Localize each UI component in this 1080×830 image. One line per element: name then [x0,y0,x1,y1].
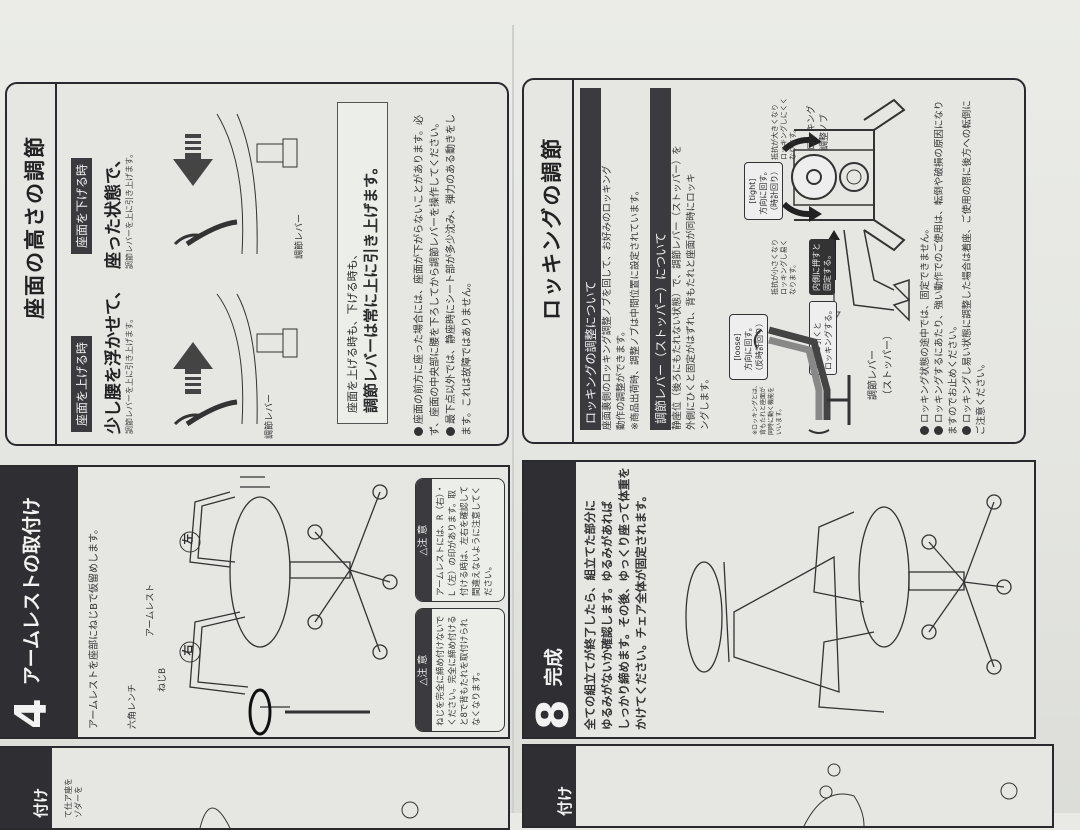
swivel-arrow-icon [808,429,830,434]
rocking-title: ロッキングの調節 [540,136,564,320]
warning-head: △注 意 [416,479,432,601]
seat-height-panel: 座面の高さの調節 座面を上げる時 座面を下げる時 少し腰を浮かせて、 調節レバー… [5,82,509,446]
seat-height-notes: 座面の前方に座った場合には、座面が下がらないことがあります。必ず、座面の中央部に… [412,106,476,436]
partial-panel-right: 付け [522,744,1054,828]
rocking-adjust-tag: ロッキングの調整について [580,88,601,430]
raise-lever-label: 調節レバー [265,393,275,439]
loose-description: 抵抗が小さくなりロッキングし易くなります。 [771,239,797,295]
bullet-icon [446,427,455,436]
rocking-title-strip: ロッキングの調節 [524,80,574,442]
armrest-assembly-diagram [179,476,398,736]
step4-number: 4 [6,698,57,729]
partial-panel-left: 付け て仕ア座をゾダーを [0,746,510,830]
stopper-text: 静座位（後ろにもたれない状態）で、調節レバー（ストッパー）を 外側にひくと固定が… [672,145,711,430]
lever-emphasis-box: 座面を上げる時も、下げる時も、 調節レバーは常に上に引き上げます。 [337,102,388,424]
partial-left-title: 付け [32,787,50,818]
rocking-panel: ロッキングの調節 ロッキングの調整について 座面裏側のロッキング調整ノブを回して… [522,78,1026,444]
push-in-label: 内側に押すと固定する。 [809,239,835,295]
partial-right-title: 付け [556,785,574,816]
warning-head: △注 意 [416,609,432,731]
step4-instruction: アームレストを座部にねじBで仮留めします。 [89,524,100,729]
arrow-up-icon [173,342,213,394]
rocking-note-2: ロッキングするにあたり、強い動作でのご使用は、転倒や破損の原因になりますのでお止… [934,100,959,435]
step4-panel: 4 アームレストの取付け アームレストを座部にねじBで仮留めします。 [0,465,510,739]
raise-tag: 座面を上げる時 [71,335,92,432]
lower-tag: 座面を下げる時 [71,157,92,254]
step4-band [0,467,78,737]
rocking-note-3: ロッキングし易い状態に調整した場合は着座、ご使用の際に後方への転倒にご注意くださ… [962,100,987,435]
left-marker: 左 [181,533,195,545]
bullet-icon [934,426,943,435]
hex-wrench-label: 六角レンチ [128,683,138,729]
emphasis-line-2: 調節レバーは常に上に引き上げます。 [362,159,380,413]
knob-icon [791,154,837,200]
emphasis-line-1: 座面を上げる時も、下げる時も、 [346,248,359,413]
armrest-label: アームレスト [146,583,156,637]
raise-sub: 調節レバーを上に引き上げます。 [125,314,134,434]
warning-body: アームレストには、R（右）・L（左）の印があります。取付ける時は、左右を確認して… [436,484,494,596]
lower-diagram [173,113,298,255]
bullet-icon [962,426,971,435]
screw-b-label: ねじB [158,667,168,692]
seat-height-title: 座面の高さの調節 [23,135,47,319]
partial-left-diagram [199,801,419,828]
completed-chair-diagram [685,494,1012,713]
right-marker: 右 [181,644,195,656]
tight-box: [tight]方向に回す。（時計回り） [744,162,783,220]
raise-diagram [173,293,298,427]
raise-heading: 少し腰を浮かせて、 [104,281,124,434]
step8-text: 全ての組立てが終了したら、組立てた部分にゆるみがないか確認します。ゆるみがあれば… [583,467,648,730]
seat-height-title-strip: 座面の高さの調節 [7,84,57,444]
rocking-chair-side-diagram [753,326,851,434]
stopper-lever-label: 調節レバー（ストッパー） [868,330,894,400]
tight-description: 抵抗が大きくなりロッキングしにくくなります。 [771,97,797,160]
rock-arrow-icon [753,329,762,349]
partial-right-diagram [803,763,1018,826]
seat-note-1: 座面の前方に座った場合には、座面が下がらないことがあります。必ず、座面の中央部に… [414,115,441,436]
bullet-icon [414,427,423,436]
knob-label: ロッキング調整ノブ [807,105,830,150]
rocking-notes: ロッキング状態の途中では、固定できません。 ロッキングするにあたり、強い動作での… [919,95,989,435]
lower-lever-label: 調節レバー [295,213,305,259]
step8-band [524,462,576,737]
partial-left-text: て仕ア座をゾダーを [64,778,83,818]
page-fold [512,25,514,813]
warning-box-screw: △注 意 ねじを完全に締め付けないでください。完全に締め付けると8で背もたれを取… [415,608,505,732]
lower-sub: 調節レバーを上に引き上げます。 [125,149,134,269]
warning-body: ねじを完全に締め付けないでください。完全に締め付けると8で背もたれを取付けられな… [436,615,482,726]
step8-number: 8 [528,699,579,730]
bullet-icon [920,426,929,435]
lower-heading: 座った状態で、 [104,150,124,269]
seat-note-2: 最下点以外では、静座時にシート部が多少沈み、弾力のある動きをします。これは故障で… [446,114,473,436]
stopper-tag: 調節レバー（ストッパー）について [650,88,671,430]
chair-rocking-note: ※ロッキングとは、背もたれと座面が同時に動く機能をいいます。 [752,382,783,435]
step4-title: アームレストの取付け [21,496,43,686]
rotate-arrow-icon [248,688,272,736]
warning-box-lr: △注 意 アームレストには、R（右）・L（左）の印があります。取付ける時は、左右… [415,478,505,602]
step8-panel: 8 完成 全ての組立てが終了したら、組立てた部分にゆるみがないか確認します。ゆる… [522,460,1036,739]
arrow-down-icon [173,134,213,186]
rocking-note-1: ロッキング状態の途中では、固定できません。 [919,95,933,435]
step8-title: 完成 [543,648,565,687]
rocking-adjust-text: 座面裏側のロッキング調整ノブを回して、お好みのロッキング 動作の調整ができます。… [602,165,641,430]
